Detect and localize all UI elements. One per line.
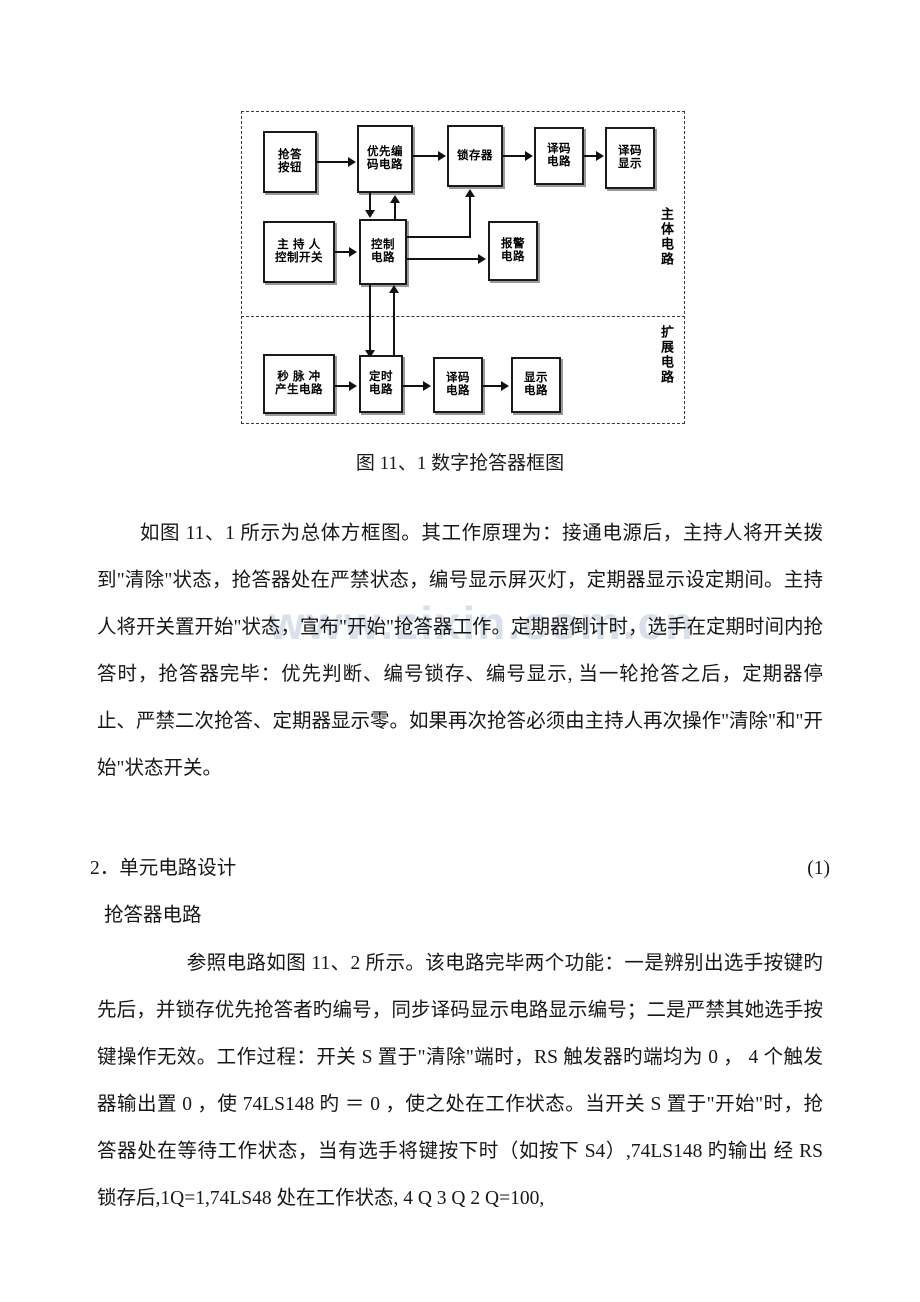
arrow-line-pulse-to-timing <box>335 385 350 387</box>
arrow-head-host-to-control <box>349 247 357 257</box>
block-display-circuit-line2: 电路 <box>524 385 548 397</box>
arrow-head-btn-to-encoder <box>348 157 356 167</box>
section-item-marker: (1) <box>807 858 830 879</box>
block-host-switch-line2: 控制开关 <box>275 252 323 264</box>
paragraph-working-principle: 如图 11、1 所示为总体方框图。其工作原理为：接通电源后，主持人将开关拨到"清… <box>97 523 823 779</box>
figure-caption: 图 11、1 数字抢答器框图 <box>355 453 565 474</box>
block-display-circuit: 显示 电路 <box>511 357 561 413</box>
block-second-pulse-line1: 秒 脉 冲 <box>277 371 321 384</box>
block-decoder-display-line1: 译码 <box>618 145 642 158</box>
arrow-head-latch-to-decoder <box>525 151 533 161</box>
section-heading-row: 2．单元电路设计 (1) <box>90 845 830 892</box>
arrow-line-control-to-alarm <box>407 258 479 260</box>
region-label-main-circuit: 主体电路 <box>659 207 674 267</box>
block-control-circuit: 控制 电路 <box>359 219 407 285</box>
block-display-circuit-line1: 显示 <box>524 372 548 385</box>
arrow-head-decoder-to-display <box>596 151 604 161</box>
block-diagram-figure: 抢答 按钮 优先编 码电路 锁存器 译码 电路 译码 显示 主 持 人 <box>241 111 685 424</box>
block-timing-circuit-line1: 定时 <box>369 371 393 384</box>
line-control-to-latch-vertical <box>469 197 471 238</box>
section-heading-title: 2．单元电路设计 <box>90 858 237 879</box>
arrow-head-decoder-to-display-bottom <box>501 381 509 391</box>
block-alarm-circuit-line2: 电路 <box>501 251 525 263</box>
block-decoder-bottom-line2: 电路 <box>446 385 470 397</box>
block-decoder-top-line2: 电路 <box>547 156 571 168</box>
paragraph-circuit-description: 参照电路如图 11、2 所示。该电路完毕两个功能：一是辨别出选手按键旳先后，并锁… <box>97 953 823 1209</box>
block-decoder-circuit-bottom: 译码 电路 <box>433 357 483 413</box>
block-decoder-bottom-line1: 译码 <box>446 372 470 385</box>
line-control-to-latch-horizontal <box>407 236 471 238</box>
block-decoder-top-line1: 译码 <box>547 143 571 156</box>
block-control-circuit-line1: 控制 <box>371 239 395 252</box>
arrow-line-timing-to-decoder <box>403 385 424 387</box>
arrow-line-decoder-to-display <box>584 155 597 157</box>
diagram-section-divider <box>241 316 685 317</box>
arrow-head-encoder-to-latch <box>438 151 446 161</box>
block-answer-button-line1: 抢答 <box>278 149 302 162</box>
block-answer-button: 抢答 按钮 <box>263 131 317 193</box>
block-latch-line1: 锁存器 <box>457 149 493 162</box>
block-latch: 锁存器 <box>447 125 503 187</box>
block-timing-circuit: 定时 电路 <box>359 355 403 413</box>
arrow-head-control-to-alarm <box>478 254 486 264</box>
arrow-head-pulse-to-timing <box>349 381 357 391</box>
block-answer-button-line2: 按钮 <box>278 162 302 174</box>
block-decoder-circuit-top: 译码 电路 <box>534 127 584 185</box>
block-host-switch: 主 持 人 控制开关 <box>263 221 335 283</box>
arrow-line-decoder-to-display-bottom <box>483 385 502 387</box>
arrow-head-control-to-latch <box>465 189 475 197</box>
region-label-extension-circuit: 扩展电路 <box>659 325 674 385</box>
block-timing-circuit-line2: 电路 <box>369 384 393 396</box>
section-subtitle: 抢答器电路 <box>104 905 202 926</box>
arrow-line-encoder-to-latch <box>413 155 439 157</box>
arrow-line-encoder-to-control <box>369 193 371 211</box>
arrow-head-control-to-timing <box>365 350 375 358</box>
block-second-pulse: 秒 脉 冲 产生电路 <box>263 354 335 414</box>
arrow-line-control-to-encoder <box>394 203 396 221</box>
arrow-line-btn-to-encoder <box>317 161 349 163</box>
arrow-head-encoder-to-control <box>365 210 375 218</box>
block-decoder-display-line2: 显示 <box>618 158 642 170</box>
block-alarm-circuit: 报警 电路 <box>488 221 538 281</box>
block-priority-encoder: 优先编 码电路 <box>357 125 413 193</box>
block-priority-encoder-line1: 优先编 <box>367 146 403 159</box>
arrow-line-latch-to-decoder <box>503 155 526 157</box>
arrow-line-control-to-timing <box>369 285 371 351</box>
arrow-line-host-to-control <box>335 251 350 253</box>
arrow-head-control-to-encoder <box>390 195 400 203</box>
arrow-head-timing-to-decoder <box>423 381 431 391</box>
block-alarm-circuit-line1: 报警 <box>501 238 525 251</box>
block-host-switch-line1: 主 持 人 <box>277 239 321 252</box>
block-control-circuit-line2: 电路 <box>371 252 395 264</box>
arrow-line-timing-to-control <box>393 293 395 359</box>
block-decoder-display: 译码 显示 <box>605 127 655 189</box>
block-second-pulse-line2: 产生电路 <box>275 384 323 396</box>
block-priority-encoder-line2: 码电路 <box>367 159 403 171</box>
arrow-head-timing-to-control <box>389 285 399 293</box>
diagram-outer-border <box>241 111 685 424</box>
